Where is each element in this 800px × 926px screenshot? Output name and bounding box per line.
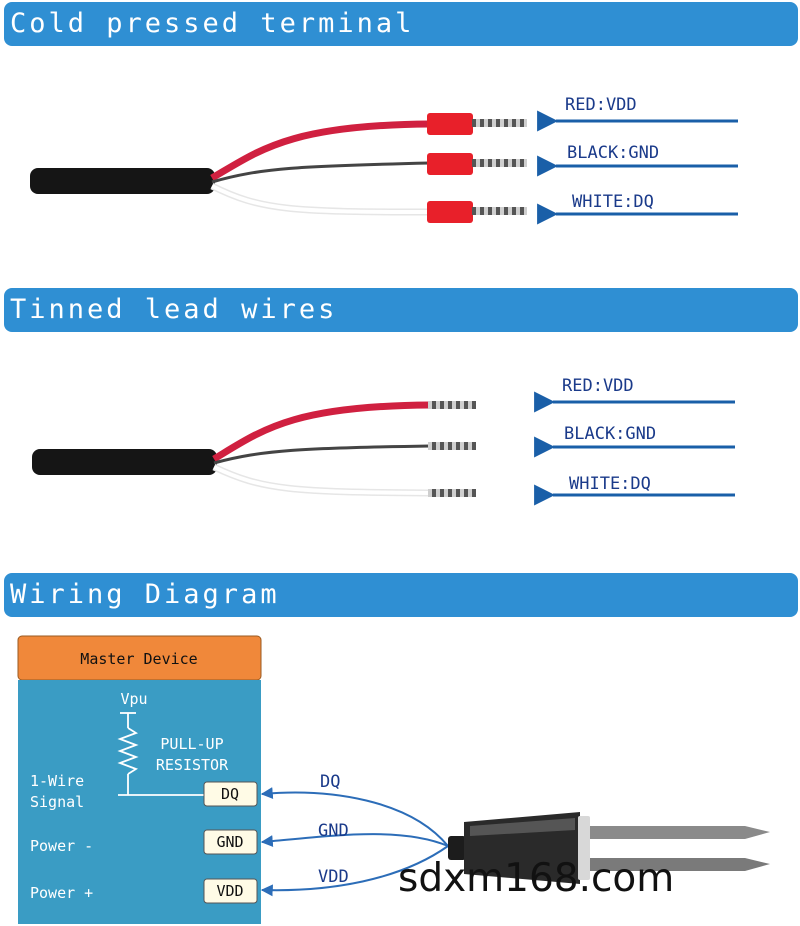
arrows-tinned bbox=[534, 391, 735, 506]
label-white-dq-2: WHITE:DQ bbox=[569, 474, 651, 494]
ferrule-black bbox=[427, 153, 473, 175]
wire-dq-label: DQ bbox=[320, 772, 340, 792]
pin-vdd-label: VDD bbox=[216, 882, 243, 900]
pin-vdd: VDD bbox=[203, 878, 258, 904]
cable-cold-pressed bbox=[30, 113, 527, 223]
label-red-vdd-2: RED:VDD bbox=[562, 376, 634, 396]
power-minus-label: Power - bbox=[30, 837, 93, 855]
cable-tinned bbox=[32, 401, 476, 497]
connection-wires bbox=[260, 787, 449, 897]
resistor-label-line1: PULL-UP bbox=[160, 735, 223, 753]
master-device-title: Master Device bbox=[80, 650, 197, 668]
pull-up-resistor bbox=[117, 712, 204, 796]
ferrule-red bbox=[427, 113, 473, 135]
label-black-gnd-2: BLACK:GND bbox=[564, 424, 656, 444]
pin-gnd: GND bbox=[203, 829, 258, 855]
section-title-wiring: Wiring Diagram bbox=[4, 573, 798, 617]
soil-sensor-probe bbox=[448, 812, 770, 884]
ferrule-white bbox=[427, 201, 473, 223]
label-black-gnd: BLACK:GND bbox=[567, 143, 659, 163]
section-title-cold-pressed: Cold pressed terminal bbox=[4, 2, 798, 46]
power-plus-label: Power + bbox=[30, 884, 93, 902]
vpu-label: Vpu bbox=[120, 690, 147, 708]
section-title-tinned: Tinned lead wires bbox=[4, 288, 798, 332]
label-red-vdd: RED:VDD bbox=[565, 95, 637, 115]
pin-dq-label: DQ bbox=[221, 785, 239, 803]
pin-gnd-label: GND bbox=[216, 833, 243, 851]
resistor-label-line2: RESISTOR bbox=[156, 756, 229, 774]
wire-vdd-label: VDD bbox=[318, 867, 349, 887]
arrows-cold-pressed bbox=[537, 110, 738, 225]
signal-label-line1: 1-Wire bbox=[30, 772, 84, 790]
signal-label-line2: Signal bbox=[30, 793, 84, 811]
label-white-dq: WHITE:DQ bbox=[572, 192, 654, 212]
wire-gnd-label: GND bbox=[318, 821, 349, 841]
watermark: sdxm168.com bbox=[398, 856, 675, 901]
pin-dq: DQ bbox=[203, 781, 258, 807]
